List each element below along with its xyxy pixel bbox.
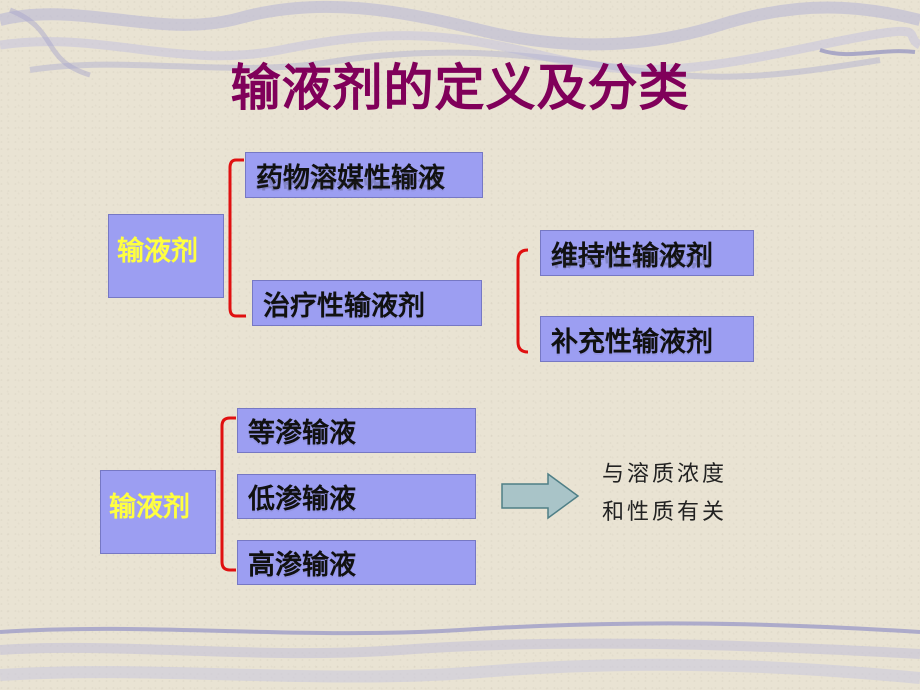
group1-item-therapeutic-infusion: 治疗性输液剂 bbox=[252, 280, 482, 326]
note-line-1: 与溶质浓度 bbox=[602, 462, 728, 487]
group1-sub-bracket bbox=[516, 248, 529, 354]
group2-root-box: 输液剂 bbox=[100, 470, 216, 554]
group1-root-box: 输液剂 bbox=[108, 214, 224, 298]
decorative-top-swirls bbox=[0, 0, 920, 80]
group1-bracket bbox=[228, 158, 246, 318]
note-line-2: 和性质有关 bbox=[602, 500, 728, 525]
group1-subitem-supplementary: 补充性输液剂 bbox=[540, 316, 754, 362]
decorative-bottom-swirls bbox=[0, 621, 920, 684]
concentration-note: 与溶质浓度 和性质有关 bbox=[602, 456, 727, 532]
right-arrow-icon bbox=[501, 472, 580, 520]
group2-item-hypotonic: 低渗输液 bbox=[237, 474, 476, 519]
slide-title: 输液剂的定义及分类 bbox=[230, 59, 690, 117]
group2-item-isotonic: 等渗输液 bbox=[237, 408, 476, 453]
group1-subitem-maintenance: 维持性输液剂 bbox=[540, 230, 754, 276]
group2-bracket bbox=[220, 416, 236, 572]
group2-item-hypertonic: 高渗输液 bbox=[237, 540, 476, 585]
group1-item-solvent-infusion: 药物溶媒性输液 bbox=[245, 152, 483, 198]
